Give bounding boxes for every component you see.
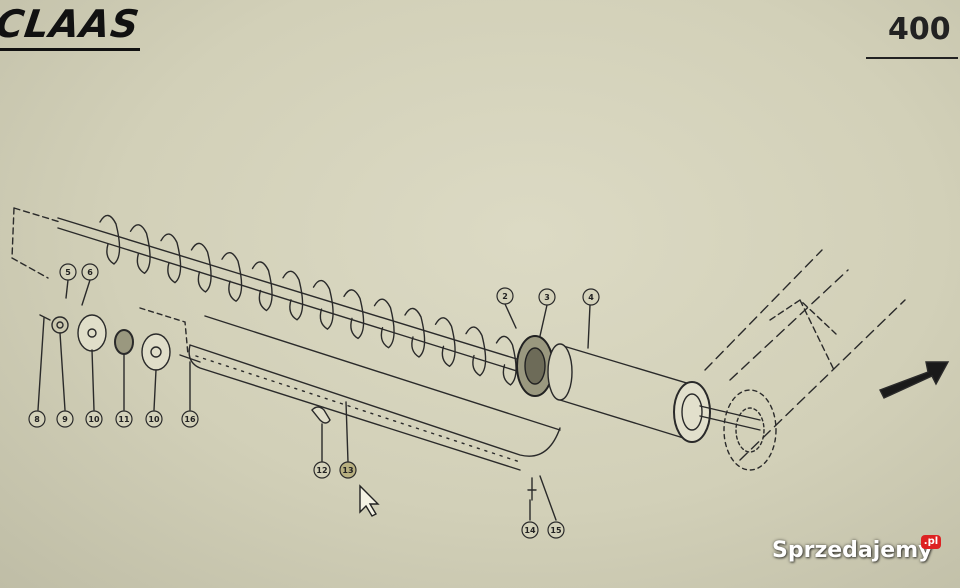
stub-shaft [699,405,761,431]
callout-9: 9 [56,410,74,428]
callout-number: 9 [62,415,68,424]
drive-tube [559,344,691,441]
auger-flight-turn [465,326,487,377]
callout-number: 16 [184,415,196,424]
callout-number: 13 [342,466,353,475]
callout-8: 8 [28,410,46,428]
auger-flight-turn [251,261,273,312]
auger-flight-turn [282,270,304,321]
pin-16 [179,354,201,363]
callout-16: 16 [181,410,199,428]
watermark-text: Sprzedajemy [772,538,933,563]
auger-flight-turn [190,242,212,293]
pin-8 [39,314,51,321]
trough-lip [195,355,521,463]
callout-number: 14 [524,526,536,535]
callout-number: 8 [34,415,40,424]
page-number-underline [866,57,958,59]
tube-end-flange [673,381,711,443]
auger-flight-turn [99,214,121,265]
callout-number: 10 [148,415,160,424]
callout-number: 6 [87,268,93,277]
callout-10b: 10 [145,410,163,428]
auger-flight-turn [160,233,182,284]
callout-12: 12 [313,461,331,479]
auger-flight-turn [343,289,365,340]
flange-10b [141,333,171,371]
bolt-12 [311,406,331,424]
flange-10a [77,314,107,352]
callout-6: 6 [81,263,99,281]
callout-number: 11 [118,415,130,424]
callout-number: 2 [502,292,508,301]
callout-labels: 2 3 4 5 6 8 9 10 11 10 16 12 13 14 15 [28,263,600,539]
auger-flight-turn [373,298,395,349]
watermark-badge: .pl [921,535,941,549]
callout-number: 5 [65,268,71,277]
callout-5: 5 [59,263,77,281]
auger-flight-turn [312,279,334,330]
bolt-14 [527,477,537,501]
auger-flight-turn [221,252,243,303]
leader-lines [37,279,591,521]
callout-number: 4 [588,293,594,302]
callout-3: 3 [538,288,556,306]
washer-9 [51,316,69,334]
page-number: 400 [888,12,951,47]
callout-number: 10 [88,415,100,424]
drum-end [723,389,777,471]
break-line-left [11,207,61,279]
trough-back-edge [204,315,561,431]
callout-4: 4 [582,288,600,306]
auger-flight-turn [129,224,151,275]
pointer-cursor-icon [359,484,380,517]
callout-number: 3 [544,293,550,302]
auger-flight-turn [495,335,517,386]
callout-13: 13 [339,461,357,479]
callout-11: 11 [115,410,133,428]
drum-outline [704,249,906,461]
callout-10a: 10 [85,410,103,428]
auger-flights [99,214,517,386]
callout-number: 12 [316,466,327,475]
direction-arrow [879,361,950,399]
auger-flight-turn [434,317,456,368]
auger-flight-turn [404,307,426,358]
bearing-11 [114,329,134,355]
logo-underline [0,48,140,51]
callout-number: 15 [550,526,562,535]
callout-2: 2 [496,287,514,305]
trough-front [188,344,561,471]
callout-14: 14 [521,521,539,539]
callout-15: 15 [547,521,565,539]
